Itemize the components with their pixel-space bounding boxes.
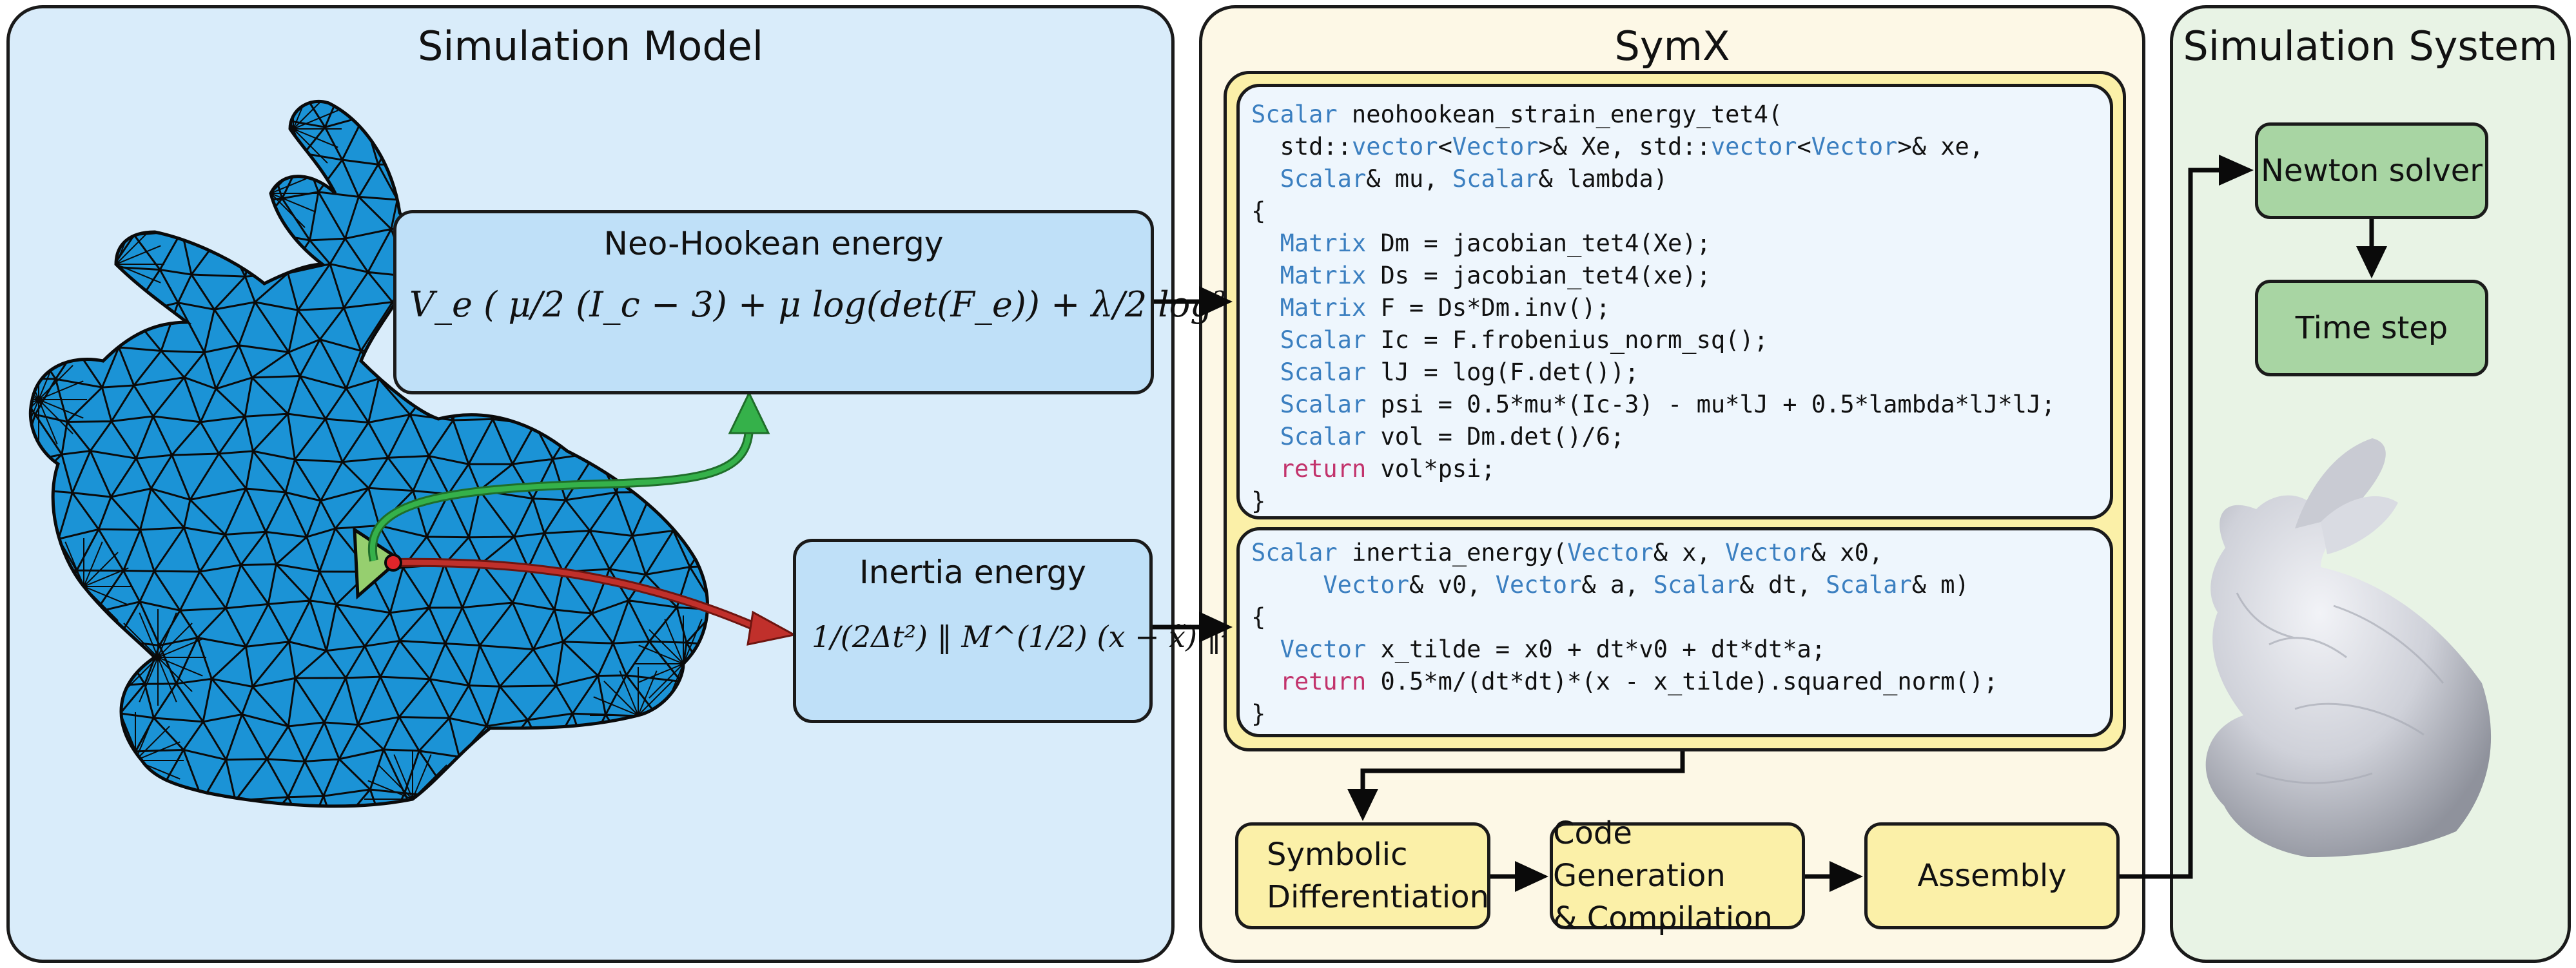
code-token: & a, [1581,571,1654,599]
code-token: vector [1351,133,1438,160]
code-token: & m) [1911,571,1969,599]
code-line: Scalar& mu, Scalar& lambda) [1251,163,1668,195]
time-step-label: Time step [2295,310,2448,346]
code-token: return [1280,668,1367,695]
code-token: Vector [1452,133,1539,160]
code-token: F = Ds*Dm.inv(); [1366,294,1610,322]
simulation-system-title: Simulation System [2183,23,2558,70]
vertex-marker [384,554,402,572]
code-token: Dm = jacobian_tet4(Xe); [1366,229,1711,257]
code-token: >& xe, [1897,133,1984,160]
codegen-line-1: Code Generation [1553,815,1726,894]
code-line: Scalar neohookean_strain_energy_tet4( [1251,99,1782,131]
inertia-code-block: Scalar inertia_energy(Vector& x, Vector&… [1236,527,2113,737]
code-token: Matrix [1280,229,1367,257]
neo-hookean-code-block: Scalar neohookean_strain_energy_tet4( st… [1236,84,2113,519]
symbolic-differentiation-label: Symbolic Differentiation [1267,833,1489,918]
neo-hookean-energy-box: Neo-Hookean energy V_e ( μ/2 (I_c − 3) +… [393,210,1425,394]
code-line: Vector& v0, Vector& a, Scalar& dt, Scala… [1251,569,1969,601]
code-token: { [1251,603,1266,631]
code-line: { [1251,601,1265,634]
code-token: & x0, [1811,539,1884,566]
code-token: vol = Dm.det()/6; [1366,423,1625,450]
code-token: Scalar [1280,423,1367,450]
code-generation-label: Code Generation & Compilation [1553,812,1802,940]
code-token: Scalar [1280,391,1367,418]
code-token: Matrix [1280,262,1367,289]
code-line: Scalar vol = Dm.det()/6; [1251,421,1625,453]
code-line: return vol*psi; [1251,453,1496,485]
code-token: } [1251,487,1266,515]
code-token: lJ = log(F.det()); [1366,358,1639,386]
symbolic-line-1: Symbolic [1267,837,1408,873]
code-token: Scalar [1452,165,1539,193]
neo-hookean-title: Neo-Hookean energy [603,225,944,262]
newton-solver-label: Newton solver [2261,153,2483,189]
code-token: vol*psi; [1366,455,1496,483]
code-token: Vector [1495,571,1582,599]
code-token: Scalar [1251,539,1338,566]
code-line: Matrix F = Ds*Dm.inv(); [1251,292,1610,324]
code-token: { [1251,197,1266,225]
code-token: x_tilde = x0 + dt*v0 + dt*dt*a; [1366,635,1826,663]
code-token: & x, [1653,539,1726,566]
code-line: Scalar psi = 0.5*mu*(Ic-3) - mu*lJ + 0.5… [1251,389,2056,421]
code-token: Scalar [1280,165,1367,193]
code-token: Scalar [1826,571,1912,599]
code-token: & lambda) [1538,165,1668,193]
code-line: Scalar inertia_energy(Vector& x, Vector&… [1251,537,1883,569]
code-line: } [1251,698,1265,730]
symbolic-line-2: Differentiation [1267,879,1490,915]
code-token: Vector [1725,539,1811,566]
code-token: Ds = jacobian_tet4(xe); [1366,262,1711,289]
assembly-box: Assembly [1864,822,2120,929]
code-token: & mu, [1366,165,1452,193]
time-step-box: Time step [2255,280,2488,376]
code-token: >& Xe, std:: [1538,133,1711,160]
symx-title: SymX [1614,23,1730,70]
code-line: return 0.5*m/(dt*dt)*(x - x_tilde).squar… [1251,666,1998,698]
assembly-label: Assembly [1917,858,2067,894]
code-token: Ic = F.frobenius_norm_sq(); [1366,326,1768,354]
code-token: return [1280,455,1367,483]
code-token: inertia_energy( [1337,539,1568,566]
simulation-model-title: Simulation Model [417,23,764,70]
code-token: std:: [1251,133,1352,160]
code-line: Vector x_tilde = x0 + dt*v0 + dt*dt*a; [1251,634,1826,666]
code-token: } [1251,700,1266,728]
code-token: < [1797,133,1811,160]
code-token: & dt, [1739,571,1826,599]
code-line: Scalar lJ = log(F.det()); [1251,356,1639,389]
code-line: Scalar Ic = F.frobenius_norm_sq(); [1251,324,1768,356]
code-token: Vector [1280,635,1367,663]
code-token: neohookean_strain_energy_tet4( [1337,101,1783,128]
inertia-energy-box: Inertia energy 1/(2Δt²) ‖ M^(1/2) (x − x… [793,539,1233,723]
code-line: } [1251,485,1265,518]
codegen-line-2: & Compilation [1553,900,1773,936]
code-generation-box: Code Generation & Compilation [1550,815,1805,936]
code-token: Scalar [1653,571,1740,599]
code-token: Matrix [1280,294,1367,322]
symbolic-differentiation-box: Symbolic Differentiation [1235,822,1490,929]
code-line: Matrix Ds = jacobian_tet4(xe); [1251,260,1711,292]
code-line: { [1251,195,1265,227]
code-token: Scalar [1280,326,1367,354]
code-token: Scalar [1251,101,1338,128]
code-token: vector [1710,133,1797,160]
code-token: < [1438,133,1452,160]
code-token: Vector [1567,539,1654,566]
inertia-title: Inertia energy [859,554,1086,591]
code-line: std::vector<Vector>& Xe, std::vector<Vec… [1251,131,1984,163]
code-token: psi = 0.5*mu*(Ic-3) - mu*lJ + 0.5*lambda… [1366,391,2056,418]
code-token: Vector [1323,571,1410,599]
code-token: 0.5*m/(dt*dt)*(x - x_tilde).squared_norm… [1366,668,1998,695]
code-token: Scalar [1280,358,1367,386]
newton-solver-box: Newton solver [2255,122,2488,219]
code-token: Vector [1811,133,1898,160]
code-token: & v0, [1409,571,1496,599]
code-line: Matrix Dm = jacobian_tet4(Xe); [1251,227,1711,260]
